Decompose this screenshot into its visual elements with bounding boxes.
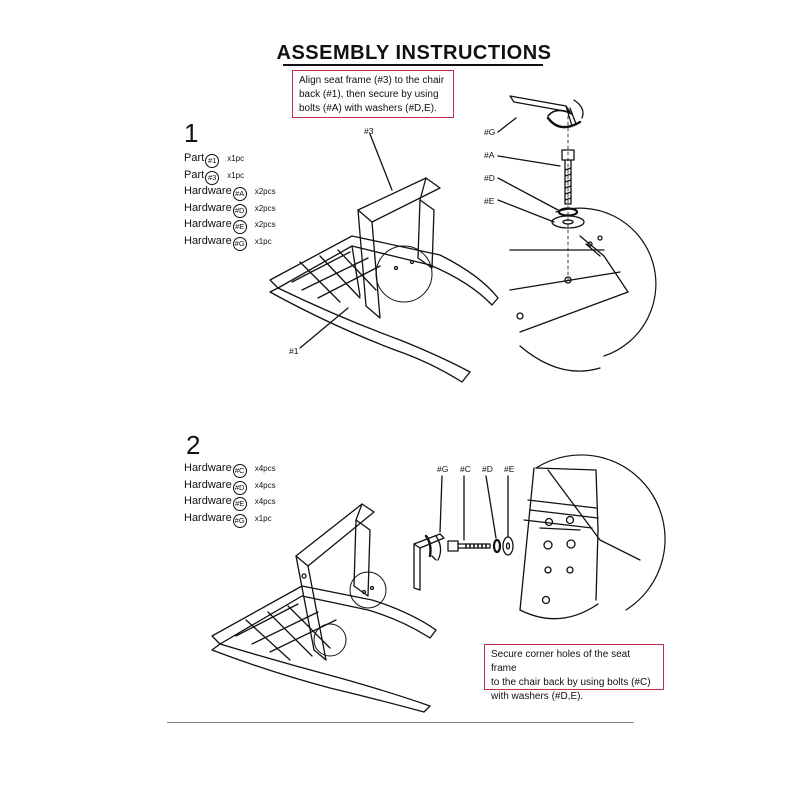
step-2-instruction-note: Secure corner holes of the seat frame to… — [484, 644, 664, 702]
step-1-chair-illustration — [269, 133, 499, 383]
label-washer-e-2: #E — [504, 464, 515, 474]
parts-row: Hardware#E x2pcs — [184, 216, 276, 234]
note-line: with washers (#D,E). — [491, 691, 584, 702]
label-allen-key: #G — [484, 127, 496, 137]
step-1-number: 1 — [184, 118, 199, 148]
step-2-hardware — [413, 475, 514, 591]
step-2-detail-zoom — [519, 454, 666, 620]
parts-row: Hardware#D x2pcs — [184, 200, 276, 218]
step-1-detail-zoom — [509, 109, 657, 372]
part-code-badge: #E — [232, 497, 247, 511]
parts-row: Hardware#E x4pcs — [184, 493, 276, 511]
part-name: Hardware — [184, 185, 232, 197]
part-quantity: x1pc — [254, 513, 272, 523]
part-code-badge: #C — [232, 464, 247, 478]
step-1-instruction-note: Align seat frame (#3) to the chair back … — [292, 70, 454, 118]
part-name: Hardware — [184, 511, 232, 524]
footer-divider — [167, 722, 634, 723]
parts-row: Hardware#G x1pc — [184, 510, 276, 528]
part-name: Hardware — [184, 234, 232, 247]
parts-row: Hardware#C x4pcs — [184, 460, 276, 478]
part-name: Part — [184, 168, 205, 181]
page-title: ASSEMBLY INSTRUCTIONS — [276, 42, 552, 64]
part-name: Hardware — [184, 201, 232, 214]
part-quantity: x2pcs — [254, 203, 276, 213]
part-quantity: x4pcs — [254, 497, 276, 506]
part-name: Hardware — [184, 478, 232, 491]
parts-row: Hardware#A x2pcs — [184, 183, 276, 201]
label-bolt: #A — [484, 150, 495, 160]
part-name: Part — [184, 152, 205, 164]
label-washer-d: #D — [484, 173, 495, 183]
label-washer-e: #E — [484, 196, 495, 206]
note-line: bolts (#A) with washers (#D,E). — [299, 103, 437, 114]
note-line: Secure corner holes of the seat frame — [491, 649, 630, 674]
part-quantity: x4pcs — [254, 464, 276, 473]
part-code-badge: #D — [232, 480, 247, 495]
parts-row: Hardware#G x1pc — [184, 233, 276, 251]
step-1-hardware — [497, 95, 585, 229]
step-2-chair-illustration — [211, 503, 437, 713]
part-code-badge: #G — [232, 236, 247, 251]
note-line: back (#1), then secure by using — [299, 89, 439, 100]
note-line: to the chair back by using bolts (#C) — [491, 677, 651, 688]
part-quantity: x1pc — [227, 170, 245, 180]
part-code-badge: #A — [232, 187, 247, 201]
part-code-badge: #D — [232, 203, 247, 218]
title-underline — [283, 64, 543, 66]
label-bolt-c: #C — [460, 464, 471, 474]
part-quantity: x4pcs — [254, 480, 276, 490]
label-chair-back: #1 — [289, 346, 299, 356]
part-quantity: x2pcs — [254, 220, 276, 229]
label-allen-key-2: #G — [437, 464, 449, 474]
part-name: Hardware — [184, 495, 232, 507]
label-seat-frame: #3 — [364, 126, 374, 136]
parts-row: Part#3 x1pc — [184, 167, 276, 185]
label-washer-d-2: #D — [482, 464, 493, 474]
parts-row: Hardware#D x4pcs — [184, 477, 276, 495]
part-code-badge: #3 — [205, 170, 220, 185]
note-line: Align seat frame (#3) to the chair — [299, 75, 445, 86]
part-name: Hardware — [184, 218, 232, 230]
step-2-number: 2 — [186, 430, 201, 460]
part-code-badge: #E — [232, 220, 247, 234]
parts-row: Part#1 x1pc — [184, 150, 276, 168]
part-quantity: x1pc — [254, 236, 272, 246]
part-quantity: x2pcs — [254, 187, 276, 196]
part-code-badge: #G — [232, 513, 247, 528]
part-quantity: x1pc — [227, 154, 245, 163]
part-name: Hardware — [184, 462, 232, 474]
part-code-badge: #1 — [205, 154, 220, 168]
